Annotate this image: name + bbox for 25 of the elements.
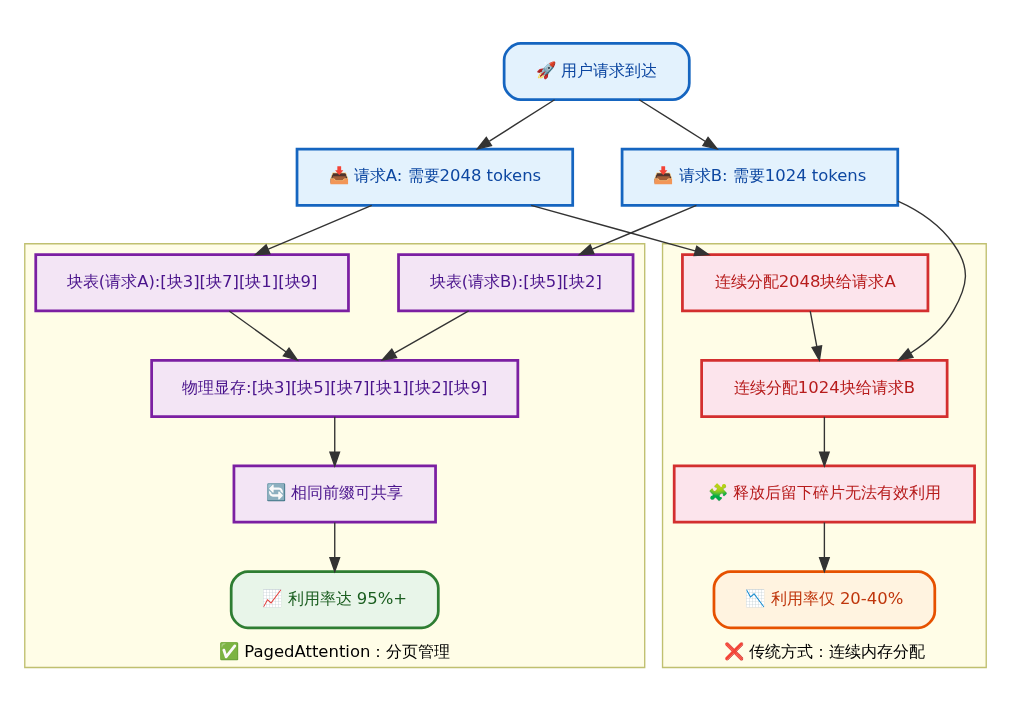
arrow [253,204,373,255]
arrow [638,98,719,150]
node-box: 块表(请求A):[块3][块7][块1][块9] [34,252,350,312]
arrow [328,415,341,468]
arrow [328,521,341,573]
node-box: 块表(请求B):[块5][块2] [397,252,635,312]
arrow [530,204,711,256]
node-box: 连续分配1024块给请求B [700,358,949,418]
arrow [228,309,299,361]
arrow [475,98,556,150]
arrow [809,310,823,362]
node-box: 连续分配2048块给请求A [681,252,930,312]
node-box: 📈 利用率达 95%+ [229,569,440,629]
arrow [818,521,831,573]
node-box: 物理显存:[块3][块5][块7][块1][块2][块9] [150,358,520,418]
node-box: 📥 请求A: 需要2048 tokens [295,147,575,207]
node-box: 📥 请求B: 需要1024 tokens [620,147,900,207]
arrow [380,309,470,361]
node-box: 🚀 用户请求到达 [502,41,691,101]
node-box: 🔄 相同前缀可共享 [232,464,437,524]
node-box: 📉 利用率仅 20-40% [712,569,937,629]
node-box: 🧩 释放后留下碎片无法有效利用 [672,464,976,524]
arrow [896,199,967,361]
arrow [818,415,831,468]
arrow [577,204,698,255]
